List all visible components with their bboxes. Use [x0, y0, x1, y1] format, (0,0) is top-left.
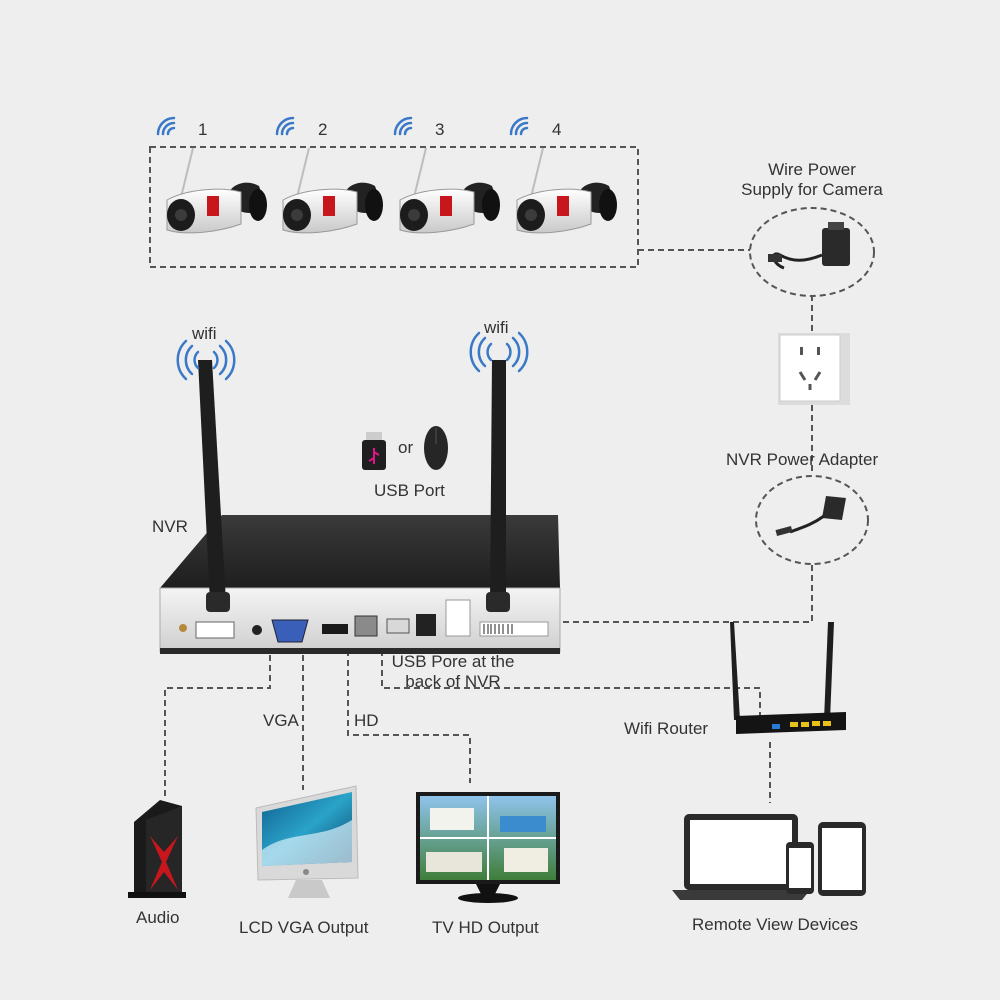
lcd-vga-monitor — [255, 785, 359, 898]
audio-pc-tower — [128, 800, 186, 898]
camera-4-number: 4 — [552, 120, 562, 139]
line-usb-to-router — [381, 650, 761, 728]
wifi-label-left: wifi — [192, 324, 217, 343]
wifi-icon — [275, 116, 295, 136]
usb-back-label: USB Pore at the back of NVR — [378, 652, 528, 692]
wifi-icon — [176, 339, 236, 381]
camera-3 — [399, 147, 500, 234]
camera-group-frame — [149, 146, 639, 268]
tv-hd-output-label: TV HD Output — [432, 918, 539, 937]
camera-1-number: 1 — [198, 120, 208, 139]
hd-label: HD — [354, 711, 379, 730]
nvr-power-adapter — [755, 475, 869, 565]
line-audio — [164, 655, 271, 800]
usb-stick-icon — [362, 432, 386, 470]
wifi-label-right: wifi — [484, 318, 509, 337]
camera-power-supply — [749, 207, 875, 297]
usb-port-label: USB Port — [374, 481, 445, 500]
audio-label: Audio — [136, 908, 180, 927]
nvr-antenna-left — [198, 360, 230, 612]
line-hd — [347, 650, 471, 783]
camera-4 — [516, 147, 617, 234]
camera-3-number: 3 — [435, 120, 445, 139]
wifi-icon — [469, 331, 529, 373]
wifi-router-label: Wifi Router — [624, 719, 709, 738]
wall-socket — [778, 333, 850, 405]
wifi-icon — [509, 116, 529, 136]
lcd-vga-output-label: LCD VGA Output — [239, 918, 369, 937]
line-adapter-to-nvr — [560, 565, 813, 623]
camera-2-number: 2 — [318, 120, 328, 139]
connection-lines — [149, 146, 813, 803]
remote-view-devices-label: Remote View Devices — [692, 915, 858, 934]
usb-back-line1: USB Pore at the — [391, 652, 515, 671]
wifi-icon — [393, 116, 413, 136]
usb-back-line2: back of NVR — [405, 672, 501, 691]
wifi-icon — [156, 116, 176, 136]
camera-2 — [282, 147, 383, 234]
camera-1 — [166, 147, 267, 234]
nvr-power-adapter-label: NVR Power Adapter — [726, 450, 879, 469]
nvr-label: NVR — [152, 517, 188, 536]
wire-power-label: Wire Power Supply for Camera — [722, 160, 902, 200]
remote-view-devices — [672, 814, 866, 900]
mouse-icon — [424, 426, 448, 470]
or-label: or — [398, 438, 414, 457]
nvr-antenna-right — [486, 360, 510, 612]
tv-hd — [416, 792, 560, 903]
wire-power-line2: Supply for Camera — [741, 180, 883, 199]
vga-label: VGA — [263, 711, 299, 730]
wifi-router — [730, 622, 846, 734]
wire-power-line1: Wire Power — [768, 160, 856, 179]
